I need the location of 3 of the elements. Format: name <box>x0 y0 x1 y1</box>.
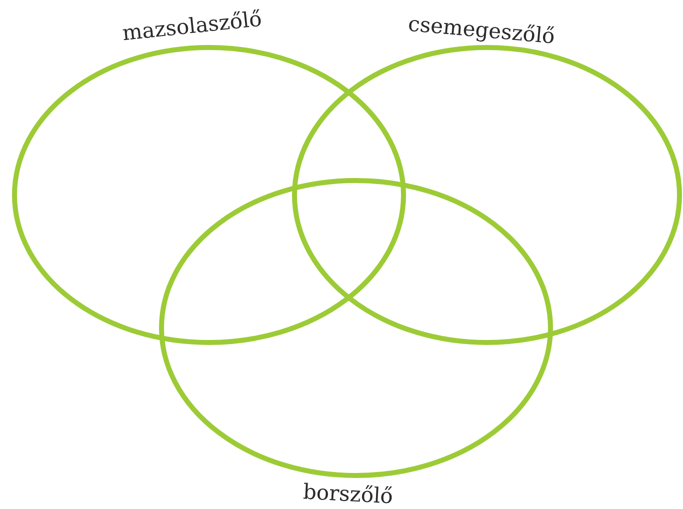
set-label: borszőlő <box>302 480 394 508</box>
set-label: csemegeszőlő <box>407 12 556 48</box>
set-label: mazsolaszőlő <box>121 6 263 46</box>
